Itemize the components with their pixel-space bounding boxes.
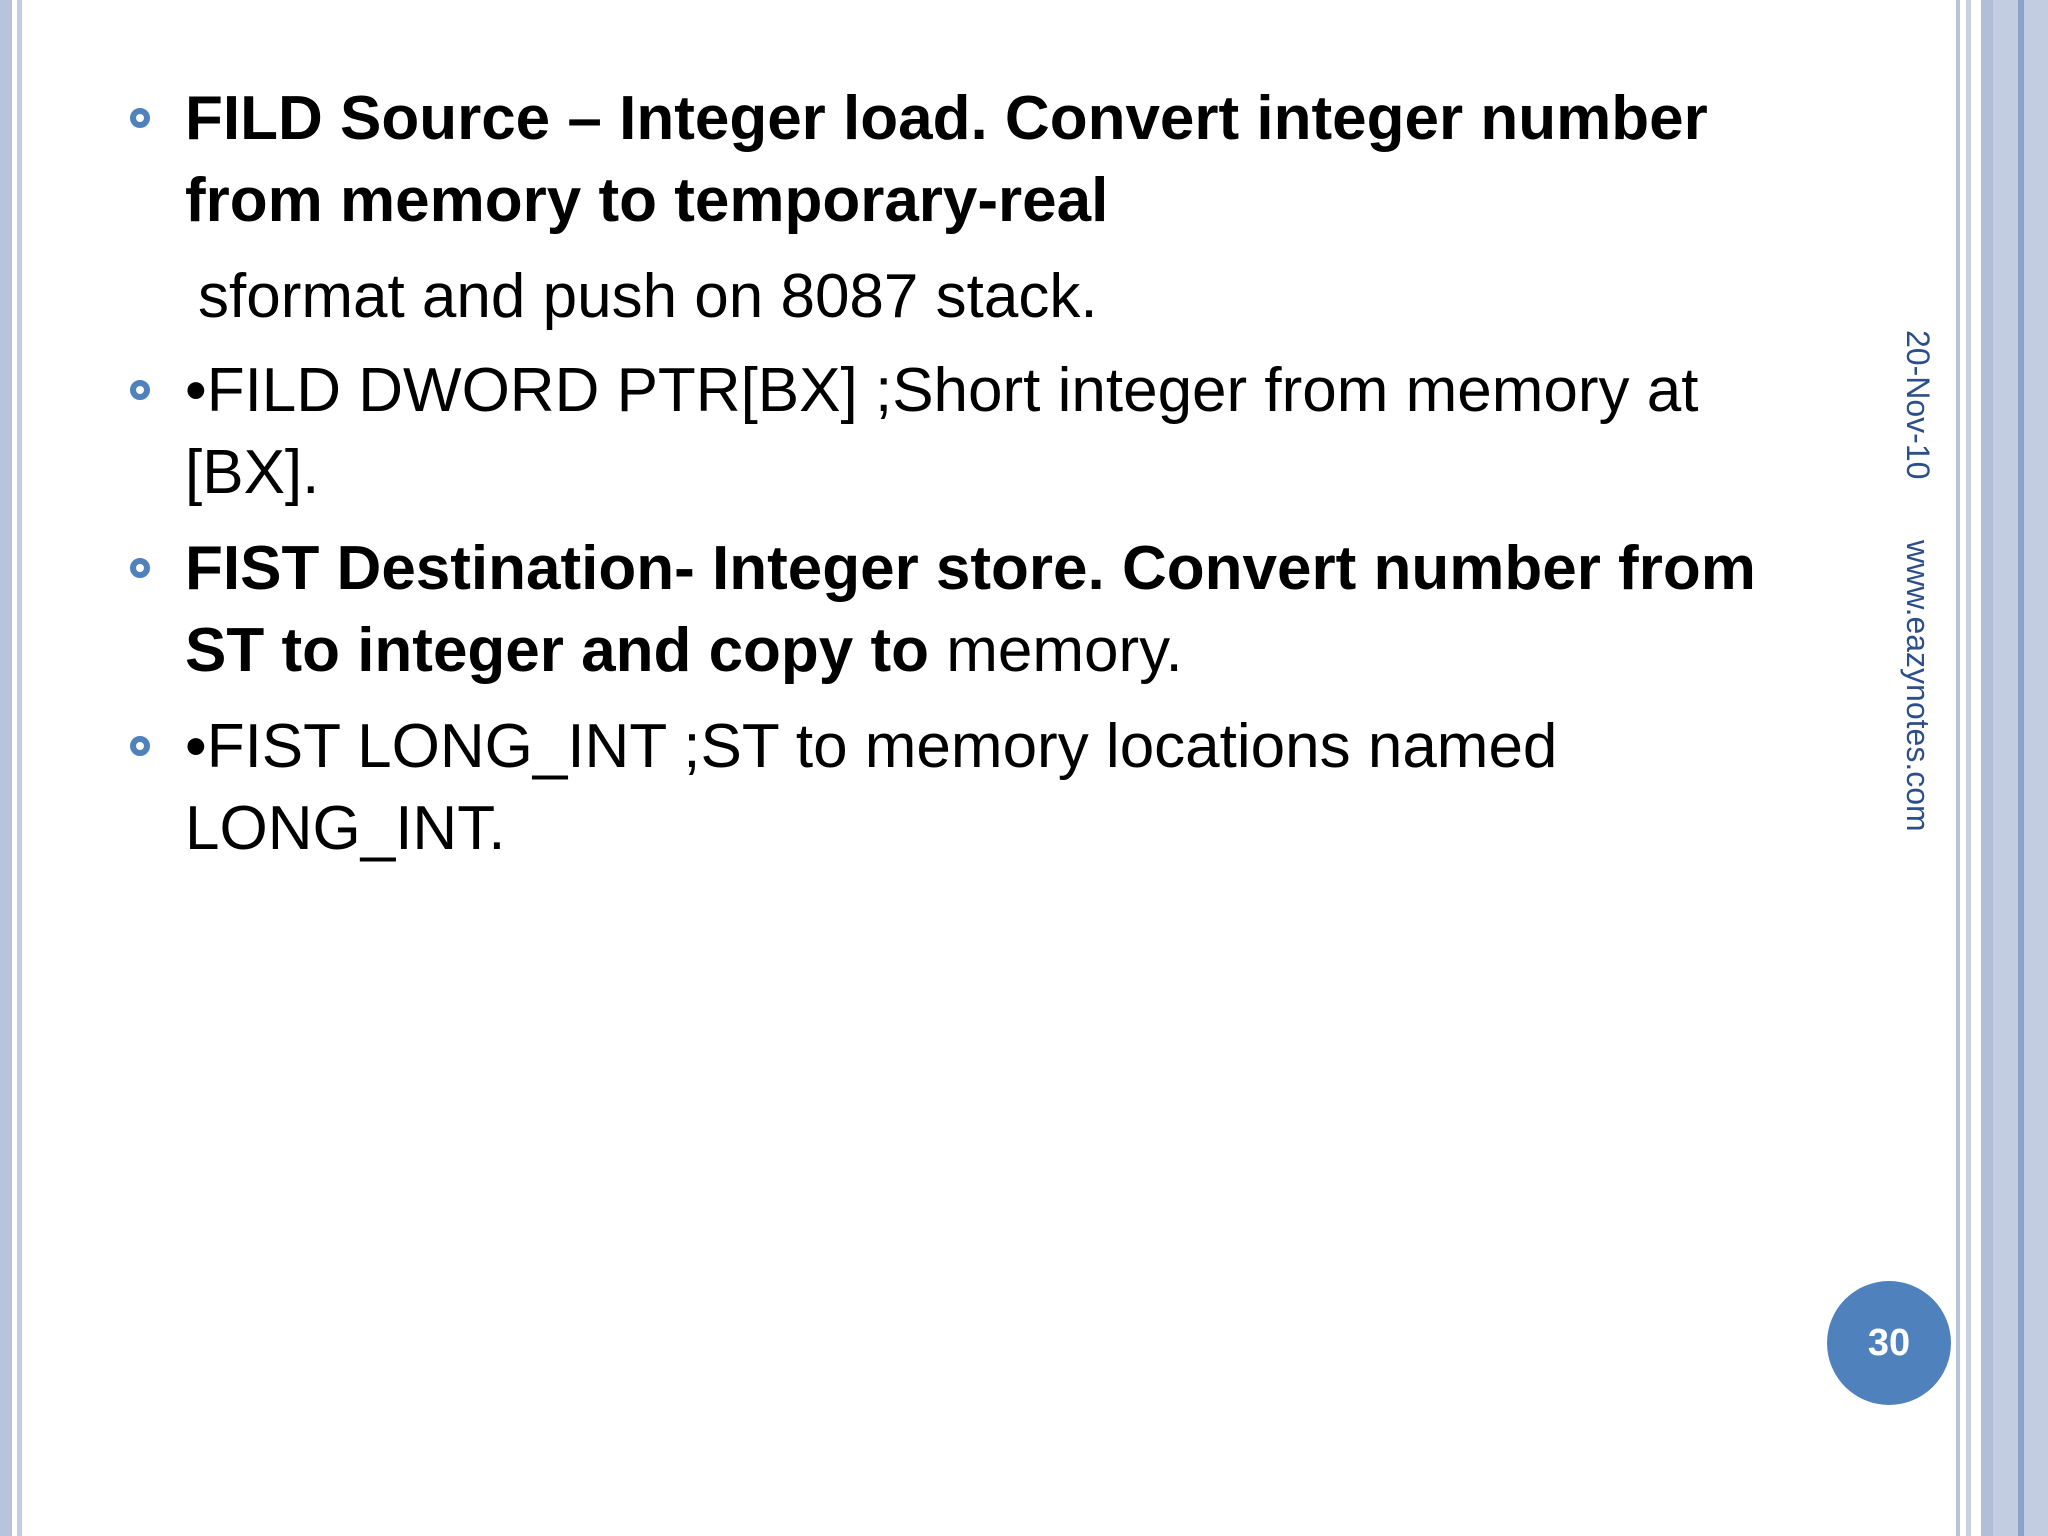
bullet-item-fild-example: •FILD DWORD PTR[BX] ;Short integer from … xyxy=(130,350,1770,514)
right-stripe xyxy=(1966,0,1971,1536)
bullet-normal-text: memory. xyxy=(929,616,1183,685)
bullet-item-fist: FIST Destination- Integer store. Convert… xyxy=(130,528,1770,692)
circle-bullet-icon xyxy=(130,380,150,400)
page-number-badge: 30 xyxy=(1827,1281,1951,1405)
left-border-inner xyxy=(17,0,22,1536)
bullet-bold-text: FILD Source – Integer load. Convert inte… xyxy=(185,84,1708,235)
right-stripe xyxy=(2018,0,2024,1536)
circle-bullet-icon xyxy=(130,736,150,756)
continuation-text: sformat and push on 8087 stack. xyxy=(198,262,1098,331)
bullet-normal-text: •FILD DWORD PTR[BX] ;Short integer from … xyxy=(185,356,1699,507)
slide-date: 20-Nov-10 xyxy=(1900,330,1936,480)
right-stripe xyxy=(1956,0,1960,1536)
bullet-item-fild: FILD Source – Integer load. Convert inte… xyxy=(130,78,1770,242)
bullet-bold-text: FIST Destination- Integer store. Convert… xyxy=(185,534,1756,685)
website-link[interactable]: www.eazynotes.com xyxy=(1900,540,1936,832)
circle-bullet-icon xyxy=(130,108,150,128)
right-stripe xyxy=(1981,0,1993,1536)
slide-content: FILD Source – Integer load. Convert inte… xyxy=(130,78,1770,884)
bullet-item-fist-example: •FIST LONG_INT ;ST to memory locations n… xyxy=(130,706,1770,870)
left-border-outer xyxy=(0,0,12,1536)
circle-bullet-icon xyxy=(130,558,150,578)
bullet-normal-text: •FIST LONG_INT ;ST to memory locations n… xyxy=(185,712,1558,863)
